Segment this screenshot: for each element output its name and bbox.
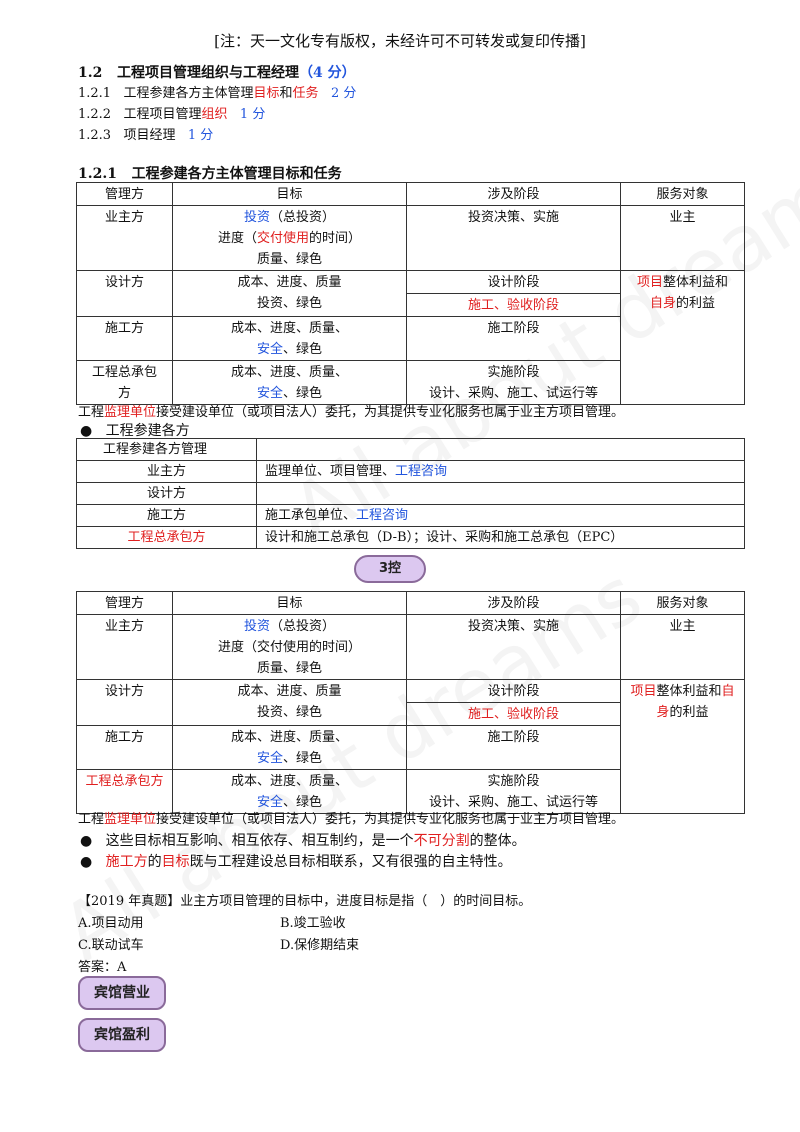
goal-contractor-2: 成本、进度、质量、 安全、绿色 <box>172 725 407 770</box>
header-goal: 目标 <box>172 182 407 206</box>
goal-general-2: 成本、进度、质量、 安全、绿色 <box>172 769 407 814</box>
goal-contractor: 成本、进度、质量、 安全、绿色 <box>172 316 407 361</box>
toc-item-3: 1.2.3 项目经理 1 分 <box>78 128 214 143</box>
party-contractor-2: 施工方 <box>76 725 173 770</box>
party-owner-2: 业主方 <box>76 614 173 680</box>
stage-contractor-2: 施工阶段 <box>406 725 621 770</box>
header-stage: 涉及阶段 <box>406 182 621 206</box>
option-b: B.竣工验收 <box>280 916 346 931</box>
header-party: 管理方 <box>76 182 173 206</box>
hotel-profit-badge: 宾馆盈利 <box>78 1018 166 1052</box>
stage-designer-1: 设计阶段 <box>406 270 621 294</box>
goal-general: 成本、进度、质量、 安全、绿色 <box>172 360 407 405</box>
goal-owner-2: 投资（总投资） 进度（交付使用的时间） 质量、绿色 <box>172 614 407 680</box>
goal-owner: 投资（总投资） 进度（交付使用的时间） 质量、绿色 <box>172 205 407 271</box>
header-serve: 服务对象 <box>620 182 745 206</box>
serve-owner: 业主 <box>620 205 745 271</box>
parties-table: 工程参建各方管理 业主方 监理单位、项目管理、工程咨询 设计方 施工方 施工承包… <box>76 438 745 549</box>
copyright-notice: [注：天一文化专有版权，未经许可不可转发或复印传播] <box>214 32 586 50</box>
parties-owner: 业主方 <box>76 460 257 483</box>
serve-shared-2: 项目整体利益和自 身的利益 <box>620 679 745 814</box>
hotel-open-badge: 宾馆营业 <box>78 976 166 1010</box>
stage-general: 实施阶段 设计、采购、施工、试运行等 <box>406 360 621 405</box>
header-party-2: 管理方 <box>76 591 173 615</box>
party-general-2: 工程总承包方 <box>76 769 173 814</box>
parties-general-detail: 设计和施工总承包（D-B）；设计、采购和施工总承包（EPC） <box>256 526 745 549</box>
header-goal-2: 目标 <box>172 591 407 615</box>
parties-header: 工程参建各方管理 <box>76 438 257 461</box>
parties-general: 工程总承包方 <box>76 526 257 549</box>
stage-designer-2b: 施工、验收阶段 <box>406 702 621 726</box>
bullet-dot-icon: ● <box>80 423 93 439</box>
toc-item-2: 1.2.2 工程项目管理组织 1 分 <box>78 107 266 122</box>
stage-owner: 投资决策、实施 <box>406 205 621 271</box>
parties-owner-detail: 监理单位、项目管理、工程咨询 <box>256 460 745 483</box>
goal-designer: 成本、进度、质量 投资、绿色 <box>172 270 407 317</box>
serve-shared: 项目整体利益和 自身的利益 <box>620 270 745 405</box>
party-general: 工程总承包 方 <box>76 360 173 405</box>
bullet-dot-icon: ● <box>80 833 93 849</box>
parties-contractor: 施工方 <box>76 504 257 527</box>
supervision-note-1: 工程监理单位接受建设单位（或项目法人）委托，为其提供专业化服务也属于业主方项目管… <box>78 405 625 420</box>
bullet-dot-icon: ● <box>80 854 93 870</box>
stage-designer-1b: 设计阶段 <box>406 679 621 703</box>
parties-designer-detail <box>256 482 745 505</box>
stage-contractor: 施工阶段 <box>406 316 621 361</box>
toc-item-1: 1.2.1 工程参建各方主体管理目标和任务 2 分 <box>78 86 357 101</box>
option-c: C.联动试车 <box>78 938 144 953</box>
answer: 答案：A <box>78 960 127 975</box>
bullet-contractor-goal: ● 施工方的目标既与工程建设总目标相联系，又有很强的自主特性。 <box>80 854 512 870</box>
three-controls-badge: 3控 <box>354 555 426 583</box>
goals-table-1: 管理方 目标 涉及阶段 服务对象 业主方 投资（总投资） 进度（交付使用的时间）… <box>76 182 745 405</box>
header-stage-2: 涉及阶段 <box>406 591 621 615</box>
parties-designer: 设计方 <box>76 482 257 505</box>
party-contractor: 施工方 <box>76 316 173 361</box>
stage-owner-2: 投资决策、实施 <box>406 614 621 680</box>
serve-owner-2: 业主 <box>620 614 745 680</box>
stage-designer-2: 施工、验收阶段 <box>406 293 621 317</box>
option-d: D.保修期结束 <box>280 938 360 953</box>
subsection-heading: 1.2.1 工程参建各方主体管理目标和任务 <box>78 166 342 182</box>
bullet-goals-integrity: ● 这些目标相互影响、相互依存、相互制约，是一个不可分割的整体。 <box>80 833 526 849</box>
party-owner: 业主方 <box>76 205 173 271</box>
parties-contractor-detail: 施工承包单位、工程咨询 <box>256 504 745 527</box>
bullet-parties: ● 工程参建各方 <box>80 423 190 439</box>
goals-table-2: 管理方 目标 涉及阶段 服务对象 业主方 投资（总投资） 进度（交付使用的时间）… <box>76 591 745 814</box>
party-designer: 设计方 <box>76 270 173 317</box>
stage-general-2: 实施阶段 设计、采购、施工、试运行等 <box>406 769 621 814</box>
supervision-note-2: 工程监理单位接受建设单位（或项目法人）委托，为其提供专业化服务也属于业主方项目管… <box>78 812 625 827</box>
header-serve-2: 服务对象 <box>620 591 745 615</box>
question-stem: 【2019 年真题】业主方项目管理的目标中，进度目标是指（ ）的时间目标。 <box>78 894 532 909</box>
option-a: A.项目动用 <box>78 916 144 931</box>
section-heading: 1.2 工程项目管理组织与工程经理（4 分） <box>78 65 356 81</box>
party-designer-2: 设计方 <box>76 679 173 726</box>
goal-designer-2: 成本、进度、质量 投资、绿色 <box>172 679 407 726</box>
